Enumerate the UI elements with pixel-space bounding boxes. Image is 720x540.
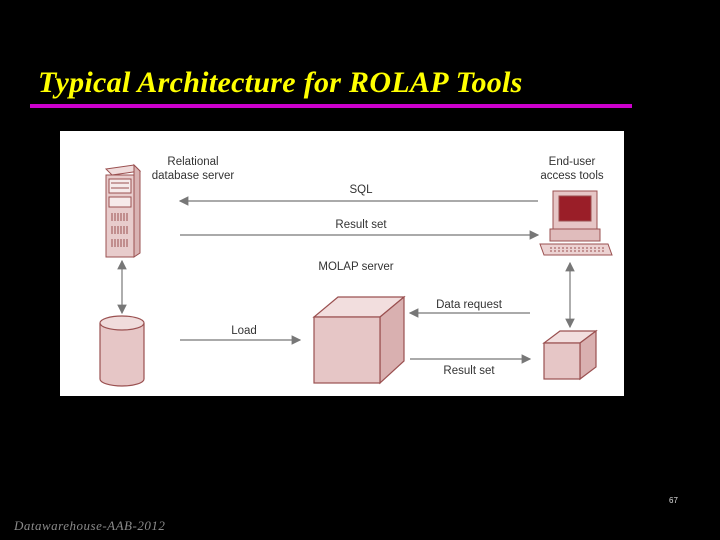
slide-title: Typical Architecture for ROLAP Tools [38, 66, 523, 99]
diagram-arrows [117, 196, 575, 364]
diagram-canvas: Relational database server End-user acce… [99, 156, 613, 387]
relational-label-line1: Relational [167, 156, 218, 168]
title-underline [30, 104, 632, 108]
enduser-label-line1: End-user [549, 156, 596, 168]
molap-server-label: MOLAP server [318, 261, 393, 273]
molap-server-cube-icon [312, 295, 406, 385]
enduser-label-line2: access tools [540, 170, 604, 182]
local-cube-icon [542, 329, 598, 381]
architecture-diagram: Relational database server End-user acce… [60, 131, 624, 396]
result-set-top-label: Result set [335, 219, 387, 231]
load-label: Load [231, 325, 257, 337]
relational-label-line2: database server [152, 170, 235, 182]
footer-text: Datawarehouse-AAB-2012 [14, 518, 166, 533]
result-set-bottom-label: Result set [443, 365, 495, 377]
slide-number: 67 [669, 496, 678, 505]
database-cylinder-icon [99, 315, 145, 387]
sql-label: SQL [349, 184, 373, 196]
end-user-computer-icon [539, 190, 613, 256]
database-server-icon [104, 163, 142, 258]
data-request-label: Data request [436, 299, 503, 311]
